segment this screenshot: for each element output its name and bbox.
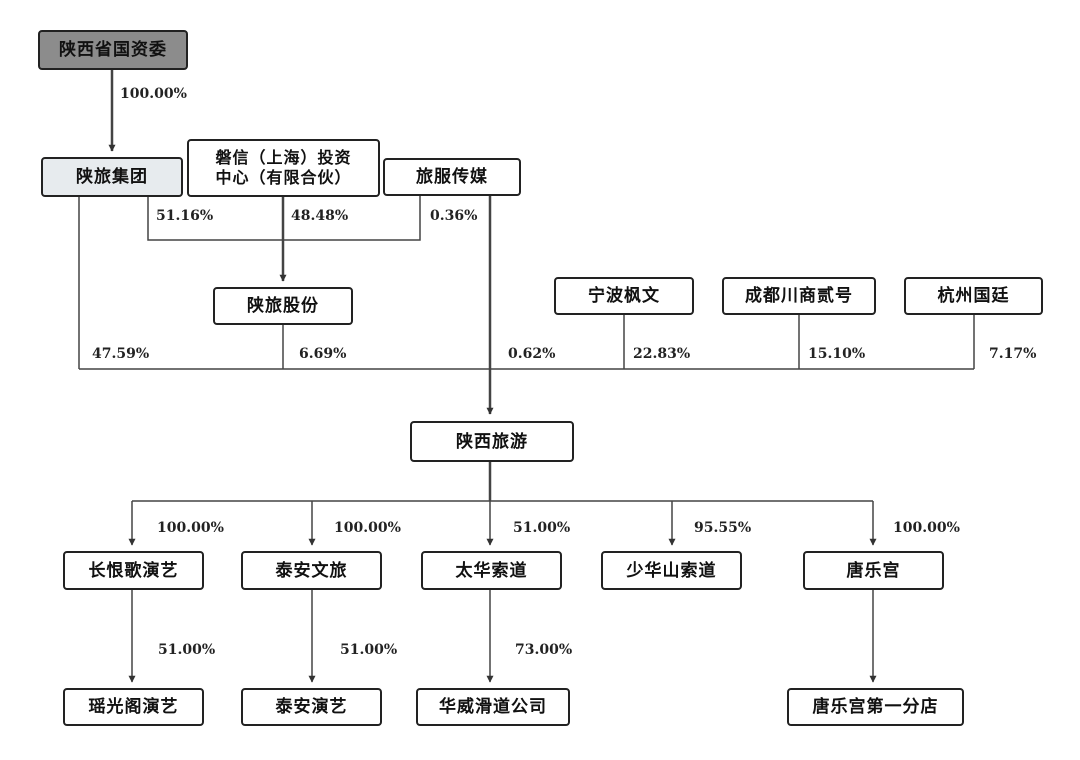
pct-group-to-tourism: 47.59% — [92, 346, 150, 362]
pct-media-to-tourism: 0.62% — [508, 346, 556, 362]
pct-hangzhou-to-tourism: 7.17% — [989, 346, 1037, 362]
node-tangyuegong: 唐乐宫 — [803, 551, 944, 590]
node-lvfu-media: 旅服传媒 — [383, 158, 521, 196]
node-panxin: 磐信（上海）投资 中心（有限合伙） — [187, 139, 380, 197]
node-shaanxi-tourism: 陕西旅游 — [410, 421, 574, 462]
node-chengdu: 成都川商贰号 — [722, 277, 876, 315]
node-changhenge: 长恨歌演艺 — [63, 551, 204, 590]
node-tangyuegong-branch: 唐乐宫第一分店 — [787, 688, 964, 726]
node-taihua: 太华索道 — [421, 551, 562, 590]
pct-changhenge-to-yaoguangge: 51.00% — [158, 642, 216, 658]
pct-to-tangyuegong: 100.00% — [893, 520, 960, 536]
node-shaohuashan: 少华山索道 — [601, 551, 742, 590]
pct-taian-to-yanyi: 51.00% — [340, 642, 398, 658]
pct-media-to-shares: 0.36% — [430, 208, 478, 224]
pct-to-shaohuashan: 95.55% — [694, 520, 752, 536]
node-shaanlv-group: 陕旅集团 — [41, 157, 183, 197]
node-huawei: 华威滑道公司 — [416, 688, 570, 726]
pct-to-taihua: 51.00% — [513, 520, 571, 536]
node-taian-wenlv: 泰安文旅 — [241, 551, 382, 590]
node-shaanlv-shares: 陕旅股份 — [213, 287, 353, 325]
pct-group-to-shares: 51.16% — [156, 208, 214, 224]
node-hangzhou: 杭州国廷 — [904, 277, 1043, 315]
pct-to-changhenge: 100.00% — [157, 520, 224, 536]
pct-to-taian-wenlv: 100.00% — [334, 520, 401, 536]
pct-sasac-to-group: 100.00% — [120, 86, 187, 102]
pct-taihua-to-huawei: 73.00% — [515, 642, 573, 658]
node-yaoguangge: 瑶光阁演艺 — [63, 688, 204, 726]
pct-chengdu-to-tourism: 15.10% — [808, 346, 866, 362]
pct-shares-to-tourism: 6.69% — [299, 346, 347, 362]
pct-panxin-to-shares: 48.48% — [291, 208, 349, 224]
node-taian-yanyi: 泰安演艺 — [241, 688, 382, 726]
node-shaanxi-sasac: 陕西省国资委 — [38, 30, 188, 70]
node-ningbo-fengwen: 宁波枫文 — [554, 277, 694, 315]
pct-ningbo-to-tourism: 22.83% — [633, 346, 691, 362]
